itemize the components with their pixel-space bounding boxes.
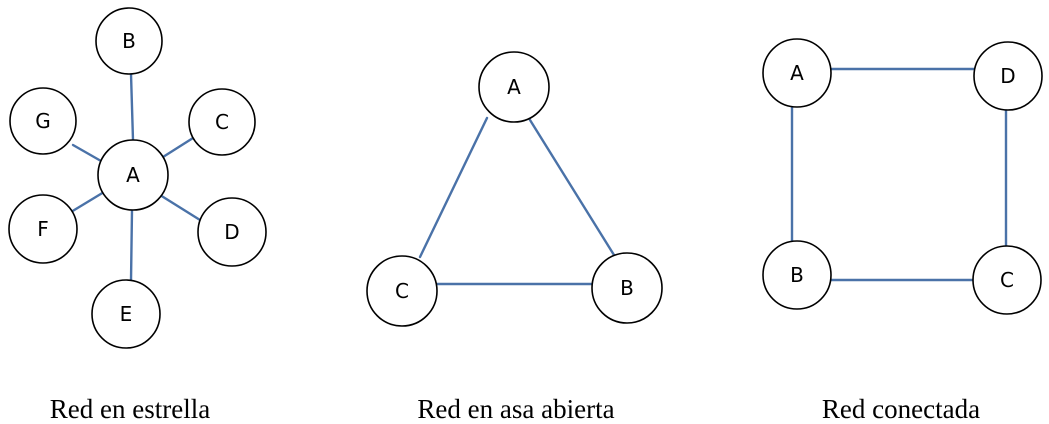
star-node-e-label: E <box>120 302 133 326</box>
star-node-e-circle <box>91 279 161 349</box>
connected-node-c: C <box>972 245 1042 315</box>
open-loop-node-a: A <box>478 51 550 123</box>
connected-network-caption: Red conectada <box>822 394 980 424</box>
connected-node-b-label: B <box>790 263 804 287</box>
connected-node-d-label: D <box>1000 64 1015 88</box>
connected-node-a-label: A <box>790 61 804 85</box>
connected-network: A B C D Red conectada <box>762 38 1043 424</box>
connected-node-a: A <box>762 38 832 108</box>
star-node-d-circle <box>197 197 267 267</box>
star-node-c-label: C <box>215 110 229 134</box>
open-loop-node-c-label: C <box>395 279 409 303</box>
open-loop-node-a-circle <box>478 51 550 123</box>
star-node-a: A <box>97 139 169 211</box>
star-edge-a-b <box>129 72 135 142</box>
star-node-b-circle <box>95 7 163 75</box>
star-edge-a-g <box>71 143 103 163</box>
open-loop-network-caption: Red en asa abierta <box>417 394 614 424</box>
star-edge-a-c <box>161 136 195 159</box>
star-edge-a-f <box>69 190 106 214</box>
star-node-d: D <box>197 197 267 267</box>
star-node-f-label: F <box>37 217 49 241</box>
open-loop-edge-a-b <box>528 118 616 257</box>
star-edge-a-d <box>158 193 202 222</box>
star-node-g-circle <box>9 87 77 155</box>
star-node-a-circle <box>97 139 169 211</box>
star-node-d-label: D <box>224 220 239 244</box>
star-node-b: B <box>95 7 163 75</box>
star-node-g-label: G <box>35 109 51 133</box>
star-network: A B C D E F G Red en estrella <box>8 7 267 424</box>
connected-node-d-circle <box>973 41 1043 111</box>
star-node-f-circle <box>8 194 78 264</box>
star-node-f: F <box>8 194 78 264</box>
star-node-c-circle <box>188 88 256 156</box>
open-loop-node-b: B <box>591 252 663 324</box>
connected-node-d: D <box>973 41 1043 111</box>
star-node-a-label: A <box>126 163 140 187</box>
connected-node-c-circle <box>972 245 1042 315</box>
star-edge-a-e <box>129 208 134 283</box>
connected-node-a-circle <box>762 38 832 108</box>
open-loop-node-c: C <box>366 255 438 327</box>
star-node-g: G <box>9 87 77 155</box>
star-network-caption: Red en estrella <box>50 394 210 424</box>
star-node-c: C <box>188 88 256 156</box>
connected-node-b-circle <box>762 240 832 310</box>
open-loop-node-a-label: A <box>507 75 521 99</box>
connected-node-b: B <box>762 240 832 310</box>
connected-node-c-label: C <box>1000 268 1014 292</box>
open-loop-node-b-circle <box>591 252 663 324</box>
star-node-e: E <box>91 279 161 349</box>
open-loop-network: A B C Red en asa abierta <box>366 51 663 424</box>
star-node-b-label: B <box>122 29 136 53</box>
open-loop-node-c-circle <box>366 255 438 327</box>
open-loop-node-b-label: B <box>620 276 634 300</box>
open-loop-edge-a-c <box>418 116 489 259</box>
